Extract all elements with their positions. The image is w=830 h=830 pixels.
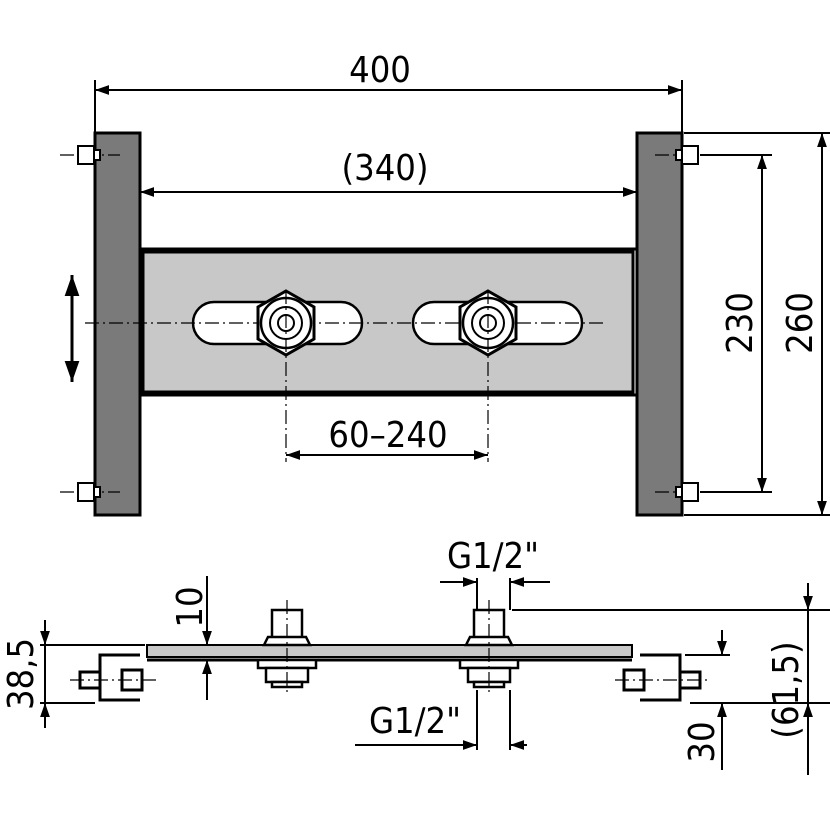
dimension-60-240-label: 60–240 [328, 415, 447, 456]
dimension-230-label: 230 [720, 292, 761, 354]
dimension-340-label: (340) [341, 148, 428, 189]
bar-side [146, 644, 633, 658]
right-plate [635, 131, 684, 517]
bolt-icons [60, 145, 715, 502]
dimension-61-5-label: (61,5) [766, 641, 807, 738]
thread-top-label: G1/2" [447, 536, 539, 577]
dimension-30-label: 30 [682, 721, 723, 762]
thread-bottom-label: G1/2" [369, 701, 461, 742]
dimension-38-5-label: 38,5 [1, 638, 42, 710]
side-view: 10 38,5 G1/2" G1/2" 30 (61,5) [1, 536, 830, 775]
dimension-400-label: 400 [349, 50, 411, 91]
clamp-right [622, 653, 702, 702]
dimension-260-label: 260 [780, 292, 821, 354]
dimension-10-label: 10 [170, 586, 211, 627]
clamp-left [78, 653, 144, 702]
top-view: 400 (340) 60–240 230 260 [60, 50, 830, 517]
left-plate [93, 131, 142, 517]
